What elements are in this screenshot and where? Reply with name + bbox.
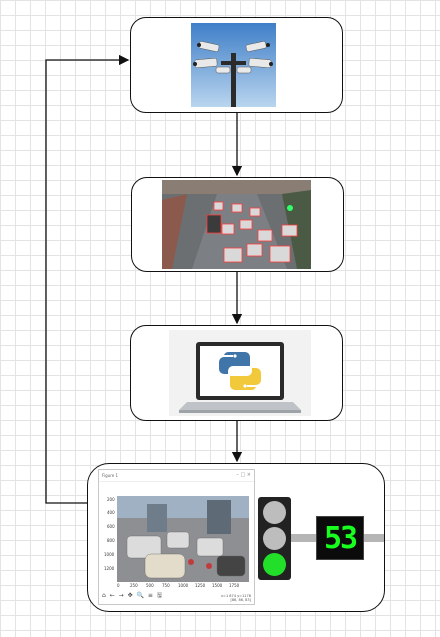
camera-node[interactable] [130,17,343,113]
y-tick: 600 [107,524,115,529]
laptop-python-image [169,330,311,416]
coord-line: x=1 874 y=1178 [220,594,251,598]
cctv-camera-image [191,23,276,107]
x-tick: 1500 [212,583,223,588]
detection-node[interactable] [131,177,344,272]
vehicle-detection-image [162,180,311,269]
x-tick: 750 [162,583,170,588]
cursor-coordinates: x=1 874 y=1178 [86, 86, 83] [221,594,251,602]
plot-window[interactable]: Figure 1 – □ × 200 400 600 800 1 [98,469,255,605]
red-lamp [263,501,286,524]
y-tick: 1200 [104,566,115,571]
y-tick: 1000 [104,552,115,557]
signal-control-node[interactable]: Figure 1 – □ × 200 400 600 800 1 [87,463,385,612]
y-tick: 200 [107,497,115,502]
x-tick: 0 [117,583,120,588]
window-controls[interactable]: – □ × [236,472,251,478]
x-tick: 250 [130,583,138,588]
y-tick: 800 [107,538,115,543]
y-tick: 400 [107,510,115,515]
yellow-lamp [263,527,286,550]
plot-toolbar[interactable]: ⌂ ← → ✥ 🔍 ≡ 🖫 [102,592,163,599]
plot-traffic-image [117,496,249,582]
x-tick: 500 [146,583,154,588]
feedback-arrow-output-to-camera [45,54,130,504]
green-lamp [263,553,286,576]
countdown-display: 53 [316,516,364,560]
python-processing-node[interactable] [130,325,343,421]
x-tick: 1000 [178,583,189,588]
coord-line: [86, 86, 83] [230,598,251,602]
traffic-light [258,497,291,580]
x-tick: 1750 [229,583,240,588]
plot-window-title: Figure 1 [99,470,254,482]
x-tick: 1250 [195,583,206,588]
